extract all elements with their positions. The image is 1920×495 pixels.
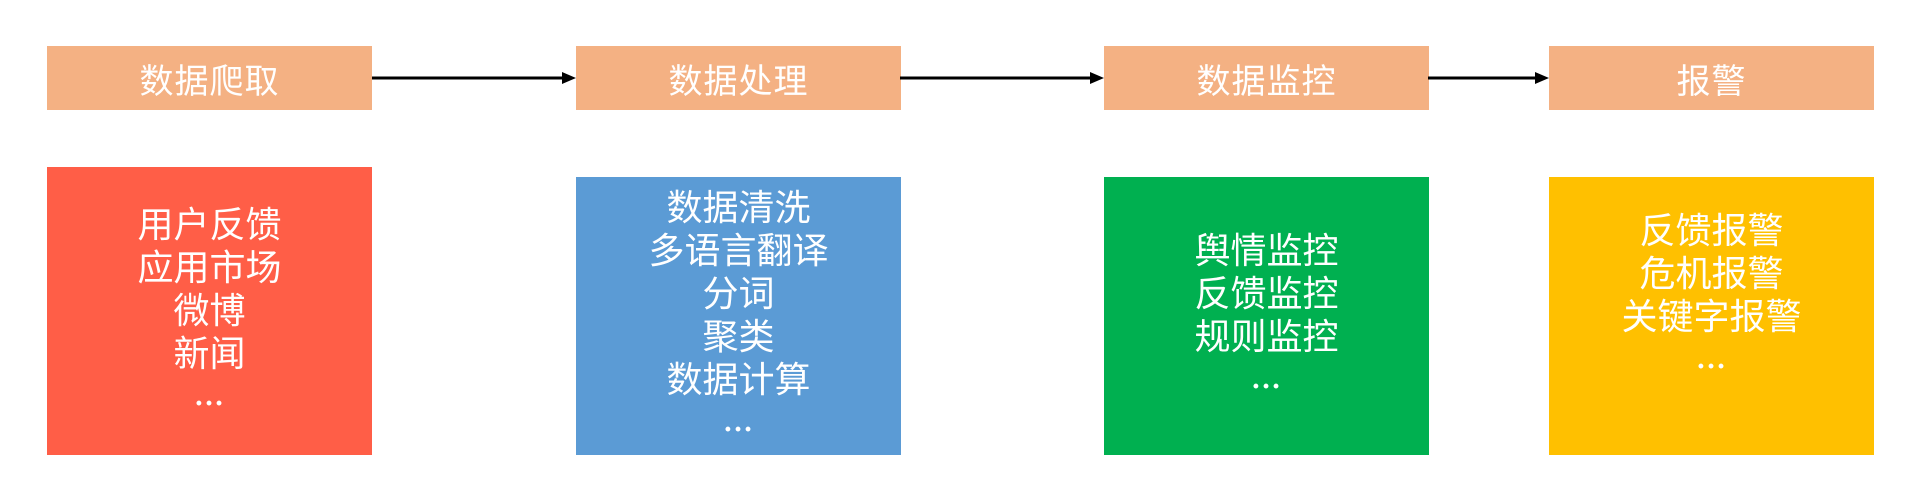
stage-item: 用户反馈 — [137, 204, 282, 246]
stage-box-alert: 反馈报警 危机报警 关键字报警 ... — [1549, 177, 1874, 455]
stage-item-more: ... — [723, 408, 754, 438]
stage-item: 反馈报警 — [1639, 211, 1784, 252]
stage-box-crawl: 用户反馈 应用市场 微博 新闻 ... — [47, 167, 372, 455]
stage-item: 规则监控 — [1194, 317, 1339, 358]
stage-item: 分词 — [702, 274, 775, 315]
stage-item: 聚类 — [702, 317, 775, 358]
stage-header-crawl: 数据爬取 — [47, 46, 372, 110]
stage-item: 关键字报警 — [1621, 297, 1802, 338]
stage-item: 新闻 — [173, 333, 246, 375]
stage-box-monitor: 舆情监控 反馈监控 规则监控 ... — [1104, 177, 1429, 455]
stage-item: 舆情监控 — [1194, 231, 1339, 272]
arrow-monitor-to-alert — [1428, 72, 1549, 84]
stage-box-process: 数据清洗 多语言翻译 分词 聚类 数据计算 ... — [576, 177, 901, 455]
stage-item-more: ... — [1696, 345, 1727, 375]
stage-item: 反馈监控 — [1194, 274, 1339, 315]
stage-item-more: ... — [1251, 365, 1282, 395]
stage-item: 多语言翻译 — [648, 231, 829, 272]
stage-item: 微博 — [173, 290, 246, 332]
arrow-crawl-to-process — [372, 72, 576, 84]
stage-header-monitor: 数据监控 — [1104, 46, 1429, 110]
stage-item: 应用市场 — [137, 247, 282, 289]
stage-item: 数据清洗 — [666, 188, 811, 229]
stage-header-alert: 报警 — [1549, 46, 1874, 110]
arrow-process-to-monitor — [900, 72, 1104, 84]
stage-item-more: ... — [194, 381, 225, 412]
stage-item: 数据计算 — [666, 360, 811, 401]
stage-item: 危机报警 — [1639, 254, 1784, 295]
stage-header-process: 数据处理 — [576, 46, 901, 110]
